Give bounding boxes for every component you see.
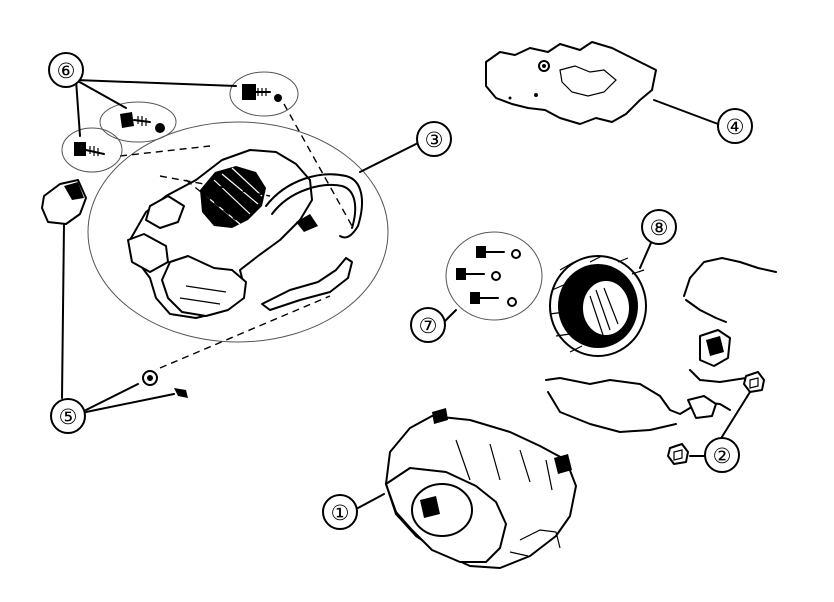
screws-group-6 bbox=[61, 71, 299, 173]
callout-2: ② bbox=[704, 437, 740, 473]
callout-7-label: ⑦ bbox=[419, 314, 438, 338]
callout-5-label: ⑤ bbox=[59, 405, 78, 429]
callout-3-label: ③ bbox=[425, 128, 444, 152]
callout-4: ④ bbox=[717, 108, 753, 144]
screws-group-7 bbox=[443, 231, 543, 323]
callout-6: ⑥ bbox=[48, 52, 84, 88]
callout-1-label: ① bbox=[331, 501, 350, 525]
shroud-vanes bbox=[200, 166, 266, 228]
callout-6-label: ⑥ bbox=[57, 59, 76, 83]
blower-housing-part bbox=[357, 408, 577, 569]
callout-5: ⑤ bbox=[50, 398, 86, 434]
callout-1: ① bbox=[322, 494, 358, 530]
flywheel-fan-part bbox=[549, 235, 655, 357]
callout-8: ⑧ bbox=[641, 209, 677, 245]
callout-7: ⑦ bbox=[410, 307, 446, 343]
cover-plate-part bbox=[485, 41, 719, 125]
callout-3: ③ bbox=[416, 121, 452, 157]
nuts-part bbox=[667, 371, 765, 465]
callout-2-label: ② bbox=[713, 444, 732, 468]
shroud-assembly-part bbox=[87, 103, 389, 343]
engine-partial bbox=[545, 257, 777, 433]
clip-part bbox=[41, 179, 331, 413]
callout-8-label: ⑧ bbox=[650, 216, 669, 240]
callout-4-label: ④ bbox=[726, 115, 745, 139]
